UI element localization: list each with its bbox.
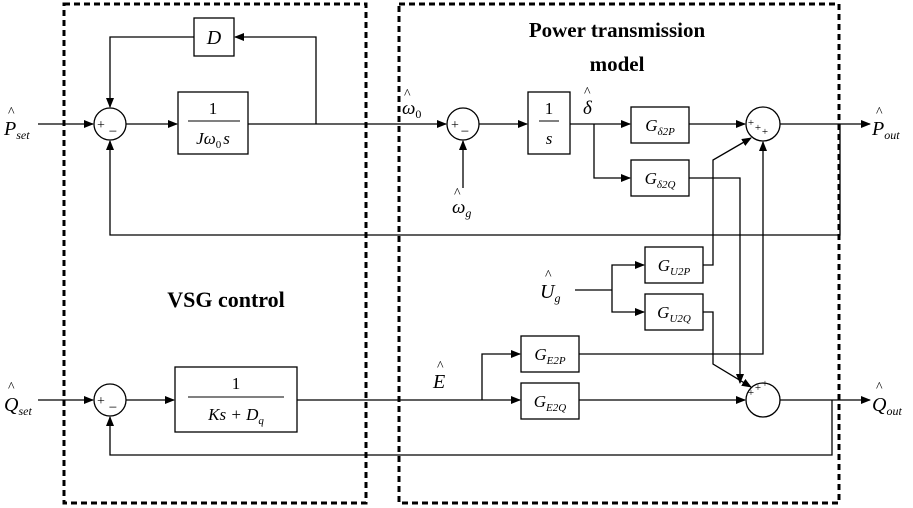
svg-text:Pout: Pout: [871, 118, 900, 142]
g-e2p-block: [520, 335, 580, 373]
power-region-title-line2: model: [590, 52, 645, 76]
sum-q-out-plus-3: +: [762, 378, 768, 390]
svg-text:Ug: Ug: [540, 281, 560, 305]
delta-to-gd2q-path: [593, 124, 631, 182]
sum-q-out-plus-1: +: [748, 387, 754, 399]
j-omega-block-num: 1: [209, 99, 218, 118]
sum-p-out-plus-1: +: [748, 117, 754, 129]
vsg-region-title: VSG control: [167, 287, 285, 312]
svg-text:ωg: ωg: [452, 197, 471, 220]
power-region-title-line1: Power transmission: [529, 18, 706, 42]
sum-p-out-plus-2: +: [755, 122, 761, 134]
svg-text:^: ^: [454, 186, 461, 201]
gd2q-to-sum-q-out-path: [689, 177, 744, 384]
gu2q-to-sum-q-out-path: [703, 311, 752, 388]
g-e2p-label: GE2P: [534, 345, 566, 367]
g-u2q-label: GU2Q: [657, 303, 691, 325]
svg-text:ω0: ω0: [402, 98, 421, 121]
e-label: E ^: [432, 359, 445, 393]
sum-p-out-plus-3: +: [762, 126, 768, 138]
ge2p-to-sum-p-out-path: [579, 141, 767, 355]
svg-text:^: ^: [876, 380, 883, 395]
g-e2q-label: GE2Q: [534, 392, 567, 414]
sum-junction-q-minus: −: [109, 400, 117, 416]
q-loop-wires: [38, 137, 871, 456]
d-to-sum1-path: [106, 36, 194, 108]
svg-text:δ: δ: [583, 98, 593, 119]
g-delta2p-label: Gδ2P: [645, 116, 675, 138]
delta-label: δ ^: [583, 85, 593, 119]
u-g-to-gu2p-path: [611, 261, 645, 290]
sum-junction-1-minus: −: [109, 124, 117, 140]
u-g-to-gu2q-path: [611, 290, 645, 316]
svg-text:Qset: Qset: [4, 394, 32, 418]
svg-text:Pset: Pset: [3, 118, 30, 142]
svg-text:^: ^: [545, 268, 552, 283]
g-delta2p-block: [630, 106, 690, 144]
svg-text:E: E: [432, 371, 445, 393]
power-transmission-region: [397, 2, 841, 505]
svg-text:^: ^: [8, 105, 15, 120]
g-e2q-block: [520, 382, 580, 420]
svg-text:^: ^: [437, 359, 444, 374]
gu2p-to-sum-p-out-path: [703, 137, 752, 266]
u-g-label: Ug ^: [540, 268, 560, 305]
omega-g-label: ωg ^: [452, 186, 471, 220]
p-out-label: Pout ^: [871, 105, 900, 142]
e-to-ge2p-path: [481, 350, 521, 400]
d-feedback-path: [234, 33, 317, 124]
g-u2p-block: [644, 246, 704, 284]
p-loop-wires: [38, 33, 871, 236]
integrator-block: [527, 91, 571, 155]
svg-text:^: ^: [876, 105, 883, 120]
svg-text:Qout: Qout: [872, 394, 902, 418]
sum-q-out-plus-2: +: [755, 382, 761, 394]
g-delta2q-label: Gδ2Q: [645, 169, 676, 191]
sum-junction-q-plus: +: [97, 394, 105, 409]
g-u2p-label: GU2P: [658, 256, 691, 278]
d-block-label: D: [206, 27, 222, 49]
kq-block-num: 1: [232, 374, 241, 393]
vsg-control-region: [62, 2, 368, 505]
q-set-label: Qset ^: [4, 380, 32, 418]
sum-junction-2-plus: +: [451, 118, 459, 133]
p-feedback-path: [106, 124, 841, 236]
p-set-label: Pset ^: [3, 105, 30, 142]
svg-text:^: ^: [8, 380, 15, 395]
omega0-label: ω0 ^: [402, 87, 421, 121]
q-feedback-path: [106, 400, 833, 456]
sum-junction-1-plus: +: [97, 118, 105, 133]
svg-text:^: ^: [584, 85, 591, 100]
sum-junction-2-minus: −: [461, 124, 469, 140]
kq-block-den: Ks + Dq: [207, 405, 264, 427]
g-delta2q-block: [630, 159, 690, 197]
q-out-label: Qout ^: [872, 380, 902, 418]
integrator-block-den: s: [546, 129, 553, 148]
integrator-block-num: 1: [545, 99, 554, 118]
svg-text:^: ^: [404, 87, 411, 102]
j-omega-block: [177, 91, 249, 155]
